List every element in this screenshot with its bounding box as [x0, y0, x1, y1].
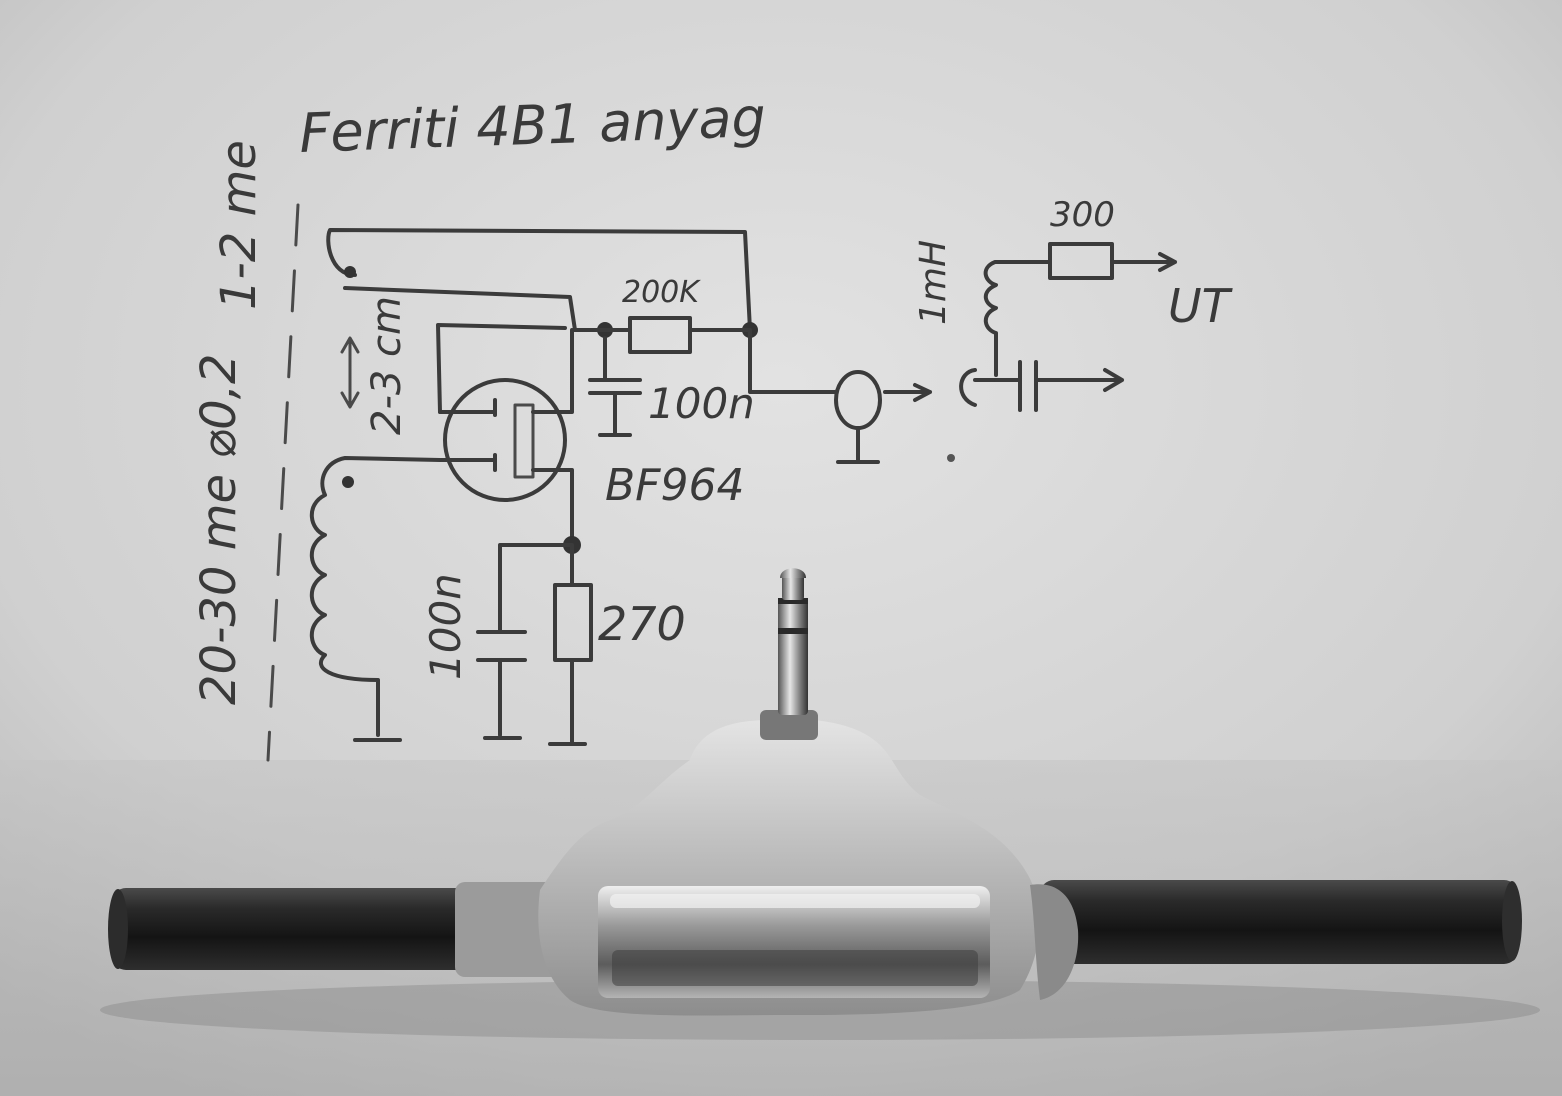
audio-plug: [760, 568, 818, 740]
plug-ring-1: [778, 628, 808, 634]
winding-large-label: 20-30 me ⌀0,2: [191, 353, 247, 705]
plug-ring-3: [782, 575, 804, 600]
transistor-channel: [513, 403, 535, 479]
transistor-symbol: [443, 378, 567, 502]
source-cap: [476, 630, 527, 740]
source-cap-label: 100n: [421, 573, 470, 680]
schematic-sketch: Ferriti 4B1 anyag 1-2 me 20-30 me ⌀0,2 2…: [191, 86, 1234, 762]
supply-label: UT: [1168, 279, 1234, 333]
supply-arrow: [1110, 252, 1177, 272]
spacing-label: 2-3 cm: [364, 296, 410, 435]
jack-symbol: [959, 368, 998, 407]
large-coil-dot: [342, 476, 354, 488]
spacing-arrow: [340, 336, 360, 409]
small-coil-dot: [344, 266, 356, 278]
plug-sleeve: [778, 600, 808, 715]
rod-right-end: [1502, 881, 1522, 961]
ferrite-core-dashed-line: [266, 203, 300, 762]
output-wire: [748, 328, 932, 402]
supply-resistor-label: 300: [1050, 195, 1115, 235]
tube-shadow: [612, 950, 978, 986]
coax-ground: [836, 426, 880, 464]
source-resistor: [553, 583, 593, 662]
coupling-cap-label: 100n: [648, 379, 755, 428]
small-coil-wire: [343, 286, 577, 332]
winding-small-label: 1-2 me: [211, 140, 267, 310]
tube-highlight: [610, 894, 980, 908]
rod-left-end: [108, 889, 128, 969]
bias-resistor: [628, 316, 692, 354]
ferrite-rod-left: [112, 888, 472, 970]
bias-resistor-label: 200K: [622, 275, 701, 310]
antenna-object: [100, 568, 1540, 1040]
plug-base: [760, 710, 818, 740]
transistor-drain-source: [531, 328, 574, 547]
transistor-gates: [438, 398, 497, 472]
plug-tip: [780, 568, 806, 578]
stray-dot: [947, 454, 955, 462]
output-cap: [994, 360, 1124, 412]
ferrite-rod-right: [1040, 880, 1518, 964]
large-coil-winding: [309, 456, 442, 737]
gate2-loop: [436, 323, 567, 414]
source-resistor-label: 270: [598, 597, 686, 651]
plug-ring-2: [778, 598, 808, 604]
source-wire: [498, 543, 574, 744]
glue-edge-right: [1030, 884, 1079, 1000]
transistor-label: BF964: [605, 460, 744, 511]
coupling-cap: [588, 336, 642, 437]
tape-wrap-left: [455, 882, 565, 977]
inductor-label: 1mH: [913, 240, 954, 325]
inductor-winding: [983, 260, 1052, 377]
